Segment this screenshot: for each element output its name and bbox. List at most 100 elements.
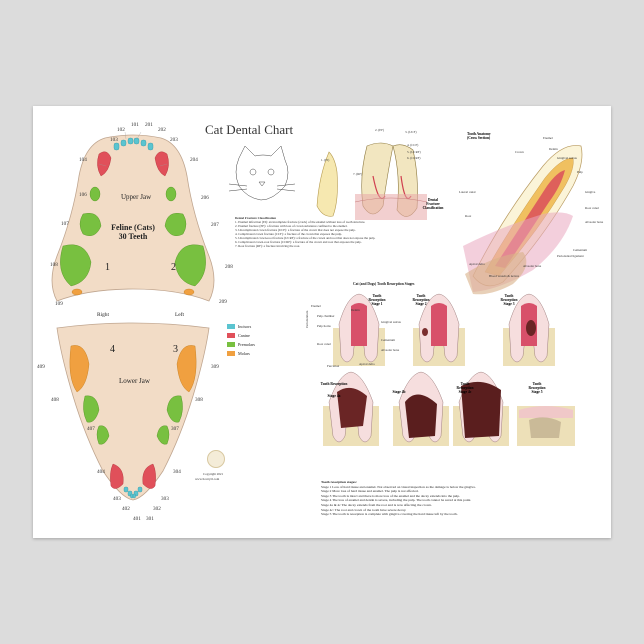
anatomy-label-root-canal: Root canal	[585, 206, 599, 210]
s1-label-gingival-sulcus: Gingival sulcus	[381, 320, 401, 324]
tooth-109	[71, 288, 83, 296]
feline-label-block: Feline (Cats) 30 Teeth	[103, 223, 163, 241]
stage-1-label-line-3: Stage 1	[371, 302, 383, 307]
tooth-403	[123, 486, 129, 493]
s1-label-alveolar-bone: Alveolar bone	[381, 348, 400, 352]
quadrant-2: 2	[171, 262, 176, 273]
anatomy-label-dentin: Dentin	[549, 147, 558, 151]
poster-title: Cat Dental Chart	[205, 122, 294, 137]
stage-2-label: Tooth Resorption Stage 2	[407, 294, 435, 307]
tooth-304	[142, 463, 156, 489]
tooth-201	[133, 137, 140, 145]
legend-item-molars: Molars	[227, 351, 250, 356]
fracture-line-1: 1. Enamel infraction (EI): an incomplete…	[235, 220, 366, 224]
stage-4c-label: Tooth Resorption Stage 4c	[451, 382, 479, 395]
anatomy-label-periodontal-ligament: Periodontal ligament	[557, 254, 584, 258]
tooth-207	[164, 213, 187, 236]
anatomy-label-lateral-canal: Lateral canal	[459, 190, 476, 194]
teeth-count: 30 Teeth	[118, 232, 148, 241]
tooth-number-201: 201	[145, 122, 153, 128]
fracture-line-7: 7. Root fracture (RF): a fracture involv…	[235, 244, 301, 248]
left-label: Left	[175, 312, 184, 318]
tooth-307	[156, 425, 170, 445]
notes-stage-3: Stage 3 The tooth is intact and there is…	[321, 493, 461, 498]
s1-label-periodontium: Periodontium	[305, 310, 309, 328]
anatomy-label-blood-vessels: Blood vessels & nerves	[489, 274, 520, 278]
tooth-108	[60, 244, 92, 287]
tooth-408	[83, 395, 100, 423]
resorption-notes: Tooth resorption stages: Stage 1 Loss of…	[321, 480, 605, 517]
resorption-title: Cat (and Dogs) Tooth Resorption Stages	[353, 282, 415, 286]
tooth-number-208: 208	[225, 264, 233, 270]
tooth-number-309: 309	[211, 364, 219, 370]
tooth-303	[137, 486, 143, 493]
tooth-number-104: 104	[79, 157, 87, 163]
stage-1-label-line-2: Resorption	[368, 298, 386, 303]
anatomy-label-root: Root	[465, 214, 472, 218]
anatomy-label-crown: Crown	[515, 150, 524, 154]
tooth-number-109: 109	[55, 301, 63, 307]
stage-5-label-line-1: Tooth	[532, 382, 542, 386]
tooth-number-203: 203	[170, 137, 178, 143]
stage-5-label-line-2: Resorption	[528, 386, 546, 391]
tooth-208	[174, 244, 206, 287]
s1-label-pulp-chamber: Pulp chamber	[317, 314, 335, 318]
anatomy-label-alveolar-bone-2: Alveolar bone	[523, 264, 542, 268]
tooth-103	[113, 142, 120, 151]
legend-item-incisors: Incisors	[227, 324, 251, 329]
tooth-number-404: 404	[97, 469, 105, 475]
website-text: www.ScottyO.com	[195, 477, 220, 481]
legend-item-canine: Canine	[227, 333, 250, 338]
legend-swatch-premolars	[227, 342, 235, 347]
anatomy-label-alveolar-bone: Alveolar bone	[585, 220, 604, 224]
legend-swatch-canine	[227, 333, 235, 338]
anatomy-label-apical-delta: Apical delta	[469, 262, 485, 266]
tooth-number-206: 206	[201, 195, 209, 201]
notes-stage-4c: Stage 4c: The root and crown of the toot…	[321, 507, 407, 512]
copyright-text: Copyright 2021	[203, 472, 224, 476]
fracture-line-6: 6. Complicated crown-root fracture (CCRF…	[235, 240, 362, 244]
fracture-classification-drawing	[354, 142, 428, 220]
tooth-number-302: 302	[153, 506, 161, 512]
tooth-number-307: 307	[171, 426, 179, 432]
tooth-107	[79, 213, 102, 236]
tooth-number-301: 301	[146, 516, 154, 522]
notes-title: Tooth resorption stages:	[321, 480, 357, 484]
legend-swatch-molars	[227, 351, 235, 356]
anatomy-label-gingiva: Gingiva	[585, 190, 596, 194]
tooth-101	[127, 137, 134, 145]
stage-1-label: Tooth Resorption Stage 1	[363, 294, 391, 307]
stage-4a-label-line-1: Tooth Resorption	[320, 382, 348, 386]
tooth-number-303: 303	[161, 496, 169, 502]
legend-label-molars: Molars	[238, 351, 250, 356]
s1-label-root-canal: Root canal	[317, 342, 331, 346]
legend-label-canine: Canine	[238, 333, 250, 338]
notes-stage-4a-4c: Stage 4a & 4c The decay extends from the…	[321, 502, 432, 507]
fracture-image-caption: Dental Fracture Classification	[413, 198, 453, 211]
s1-label-apical-delta: Apical delta	[359, 362, 375, 366]
stage-2-label-line-1: Tooth	[416, 294, 426, 298]
tooth-number-304: 304	[173, 469, 181, 475]
tooth-number-308: 308	[195, 397, 203, 403]
fracture-classification: Dental Fracture Classification 1. Enamel…	[235, 216, 395, 248]
fracture-caption-line-2: Fracture	[426, 202, 440, 207]
tooth-number-107: 107	[61, 221, 69, 227]
anatomy-label-enamel: Enamel	[543, 136, 553, 140]
tooth-number-408: 408	[51, 397, 59, 403]
tooth-104	[97, 151, 112, 177]
tooth-number-108: 108	[50, 262, 58, 268]
stage-4b-label: Stage 4b	[385, 390, 413, 394]
fracture-marker-ef: 2. (EF)	[375, 128, 385, 132]
legend-swatch-incisors	[227, 324, 235, 329]
tooth-407	[96, 425, 110, 445]
stage-1-label-line-1: Tooth	[372, 294, 382, 298]
feline-label: Feline (Cats)	[111, 223, 155, 232]
tooth-209	[183, 288, 195, 296]
tooth-number-101: 101	[131, 122, 139, 128]
right-label: Right	[97, 312, 109, 318]
anatomy-title-line-1: Tooth Anatomy	[467, 132, 491, 136]
fracture-classification-title: Dental Fracture Classification	[235, 216, 277, 220]
tooth-number-207: 207	[211, 222, 219, 228]
fracture-caption-line-1: Dental	[427, 198, 439, 202]
quadrant-3: 3	[173, 344, 178, 355]
